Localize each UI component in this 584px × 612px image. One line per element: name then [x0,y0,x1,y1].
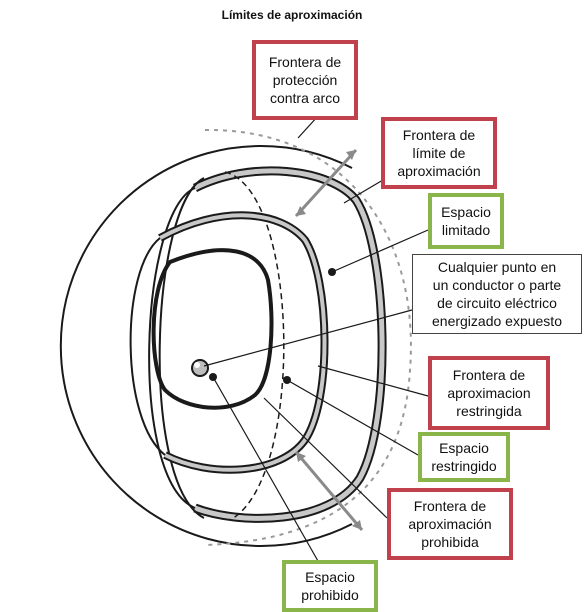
limited-approach-boundary-label: Frontera de límite de aproximación [381,117,497,189]
arc-flash-boundary-dashed [204,128,412,546]
limited-space-label: Espacio limitado [428,193,504,249]
diagram-title: Límites de aproximación [221,8,363,22]
prohibited-space-label: Espacio prohibido [282,560,378,612]
leader-lines [203,115,429,569]
restricted-space-label: Espacio restringido [418,432,510,482]
energized-exposed-point-label: Cualquier punto en un conductor o parte … [412,254,582,334]
restricted-approach-boundary-label: Frontera de aproximacion restringida [428,356,550,430]
outer-sphere [59,145,353,547]
prohibited-approach-boundary-label: Frontera de aproximación prohibida [387,488,513,560]
distance-arrows [294,148,364,531]
energized-conductor-point [191,359,209,377]
prohibited-approach-shell [151,248,274,410]
arc-flash-protection-boundary-label: Frontera de protección contra arco [252,40,358,120]
restricted-approach-shell [129,211,329,474]
